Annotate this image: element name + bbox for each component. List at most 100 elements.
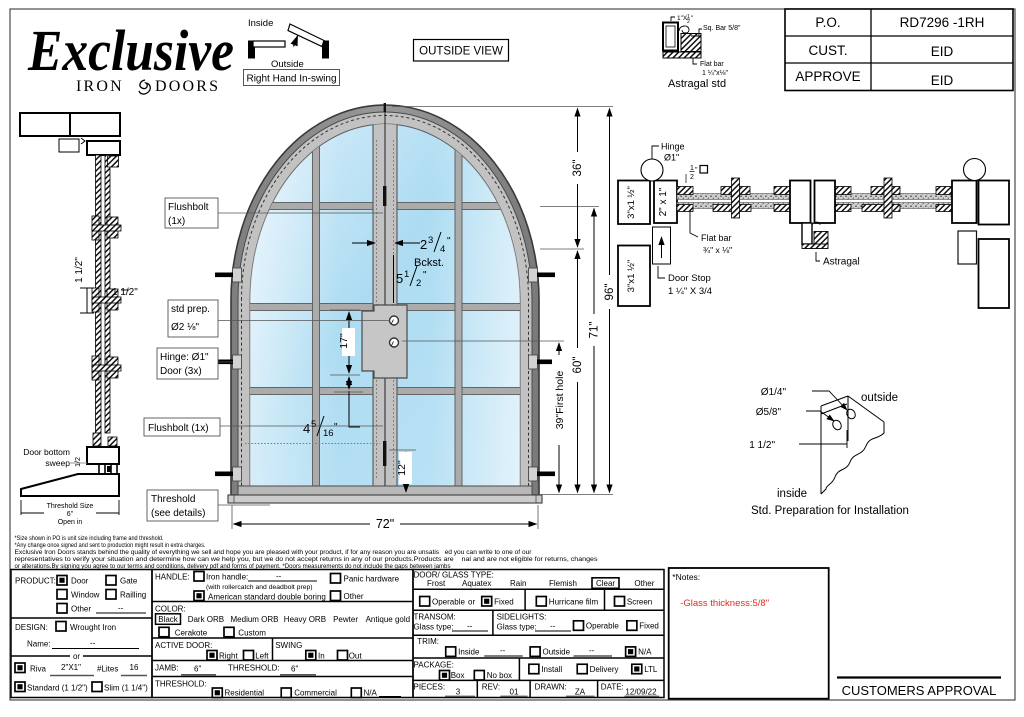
- svg-text:3"x1 ½": 3"x1 ½": [626, 260, 637, 293]
- svg-text:Frost: Frost: [427, 579, 446, 588]
- svg-text:4: 4: [303, 421, 310, 436]
- svg-text:39"First hole: 39"First hole: [554, 371, 566, 430]
- svg-text:IRON: IRON: [76, 78, 124, 95]
- svg-text:Wrought Iron: Wrought Iron: [70, 623, 116, 632]
- svg-text:": ": [691, 15, 694, 22]
- svg-text:17": 17": [338, 333, 350, 349]
- svg-text:std prep.: std prep.: [171, 304, 210, 315]
- svg-text:OUTSIDE VIEW: OUTSIDE VIEW: [419, 46, 503, 58]
- svg-text:1/2: 1/2: [75, 457, 82, 467]
- svg-text:Panic hardware: Panic hardware: [344, 575, 400, 584]
- svg-text:3"x1 ½": 3"x1 ½": [626, 186, 637, 219]
- svg-text:RD7296 -1RH: RD7296 -1RH: [900, 15, 985, 30]
- svg-text:No box: No box: [487, 671, 512, 680]
- svg-text:CUST.: CUST.: [808, 43, 847, 58]
- svg-text:Residential: Residential: [225, 689, 265, 698]
- svg-text:EID: EID: [931, 44, 954, 59]
- svg-text:2: 2: [416, 278, 421, 289]
- svg-text:Right: Right: [219, 652, 238, 661]
- svg-text:16: 16: [130, 663, 139, 672]
- svg-text:or: or: [73, 652, 80, 661]
- svg-text:71": 71": [589, 322, 601, 339]
- svg-text:SWING: SWING: [275, 641, 302, 650]
- svg-text:Medium ORB: Medium ORB: [231, 615, 279, 624]
- svg-text:Exclusive: Exclusive: [27, 18, 234, 83]
- svg-text:Inside: Inside: [248, 18, 273, 29]
- svg-text:-Glass thickness:5/8": -Glass thickness:5/8": [680, 598, 769, 609]
- svg-text:Slim (1 1/4"): Slim (1 1/4"): [104, 684, 148, 693]
- svg-text:Outside: Outside: [271, 59, 304, 70]
- svg-text:--: --: [500, 646, 506, 655]
- svg-text:2" x 1": 2" x 1": [658, 187, 669, 216]
- svg-text:Box: Box: [451, 671, 465, 680]
- svg-text:1 1/2": 1 1/2": [112, 287, 138, 298]
- svg-text:¾" x ⅛": ¾" x ⅛": [703, 245, 732, 255]
- svg-text:Ø2 ⅛": Ø2 ⅛": [171, 322, 199, 333]
- svg-text:Open in: Open in: [58, 519, 83, 526]
- svg-text:Fixed: Fixed: [639, 622, 659, 631]
- svg-text:DOORS: DOORS: [155, 78, 220, 95]
- svg-text:In: In: [318, 652, 325, 661]
- svg-text:*Notes:: *Notes:: [672, 572, 700, 582]
- svg-text:--: --: [90, 639, 96, 648]
- svg-text:1 ¼"x⅛": 1 ¼"x⅛": [702, 70, 728, 77]
- svg-text:Window: Window: [71, 591, 100, 600]
- svg-text:PACKAGE:: PACKAGE:: [414, 661, 454, 670]
- svg-text:Clear: Clear: [596, 579, 615, 588]
- svg-text:1: 1: [687, 14, 690, 20]
- svg-text:THRESHOLD:: THRESHOLD:: [228, 664, 280, 673]
- svg-text:Hinge: Ø1": Hinge: Ø1": [160, 352, 209, 363]
- svg-text:COLOR:: COLOR:: [155, 605, 186, 614]
- svg-text:Commercial: Commercial: [294, 689, 337, 698]
- svg-text:EID: EID: [931, 73, 954, 88]
- svg-text:": ": [334, 422, 338, 433]
- svg-text:--: --: [550, 622, 556, 631]
- svg-text:72": 72": [376, 517, 394, 531]
- svg-text:2"X1": 2"X1": [61, 663, 81, 672]
- svg-text:Fixed: Fixed: [494, 598, 514, 607]
- svg-text:(with rollercatch and deadbolt: (with rollercatch and deadbolt prep): [206, 584, 313, 591]
- svg-text:ZA: ZA: [575, 688, 586, 697]
- svg-text:Sq. Bar 5/8": Sq. Bar 5/8": [703, 25, 741, 32]
- svg-text:Riva: Riva: [30, 665, 47, 674]
- svg-text:Astragal std: Astragal std: [668, 78, 726, 90]
- svg-text:Antique gold: Antique gold: [366, 615, 410, 624]
- svg-text:American standard double borin: American standard double boring: [208, 593, 326, 602]
- svg-text:REV:: REV:: [482, 683, 500, 692]
- svg-text:PRODUCT:: PRODUCT:: [15, 577, 56, 586]
- svg-text:LTL: LTL: [644, 665, 658, 674]
- svg-text:THRESHOLD:: THRESHOLD:: [155, 680, 207, 689]
- svg-text:1"X: 1"X: [677, 15, 688, 22]
- svg-text:*Size shown in PO is unit size: *Size shown in PO is unit size including…: [15, 535, 164, 542]
- svg-text:Ø1": Ø1": [664, 153, 679, 163]
- svg-text:PIECES:: PIECES:: [414, 683, 446, 692]
- svg-text:5: 5: [311, 419, 316, 430]
- svg-text:Door (3x): Door (3x): [160, 366, 202, 377]
- svg-text:inside: inside: [777, 488, 807, 500]
- svg-text:Door Stop: Door Stop: [668, 273, 711, 284]
- svg-text:36": 36": [572, 160, 584, 177]
- svg-text:Inside: Inside: [458, 648, 480, 657]
- svg-text:SIDELIGHTS:: SIDELIGHTS:: [497, 613, 547, 622]
- svg-text:6": 6": [67, 511, 74, 518]
- svg-text:Railling: Railling: [120, 591, 146, 600]
- svg-text:DOOR/ GLASS TYPE:: DOOR/ GLASS TYPE:: [414, 571, 494, 580]
- svg-text:": ": [447, 236, 451, 247]
- svg-text:Hinge: Hinge: [661, 142, 685, 152]
- svg-text:Flat bar: Flat bar: [701, 233, 732, 243]
- svg-text:Exclusive Iron Doors stands be: Exclusive Iron Doors stands behind the q…: [15, 549, 532, 556]
- svg-text:2: 2: [690, 174, 694, 181]
- svg-text:(see details): (see details): [151, 508, 205, 519]
- svg-text:Bckst.: Bckst.: [414, 257, 444, 269]
- svg-text:representatives to verify your: representatives to verify your situation…: [15, 556, 598, 563]
- svg-text:Heavy ORB: Heavy ORB: [284, 615, 326, 624]
- svg-text:1 1/2": 1 1/2": [749, 440, 775, 451]
- svg-text:CUSTOMERS APPROVAL: CUSTOMERS APPROVAL: [842, 683, 997, 698]
- svg-text:N/A: N/A: [364, 689, 378, 698]
- svg-text:Ø1/4": Ø1/4": [761, 387, 787, 398]
- svg-text:Black: Black: [158, 615, 179, 624]
- svg-text:or alterations.By signing you: or alterations.By signing you agree to o…: [15, 563, 451, 570]
- svg-text:JAMB:: JAMB:: [155, 664, 179, 673]
- svg-text:--: --: [118, 604, 124, 613]
- svg-text:P.O.: P.O.: [815, 15, 840, 30]
